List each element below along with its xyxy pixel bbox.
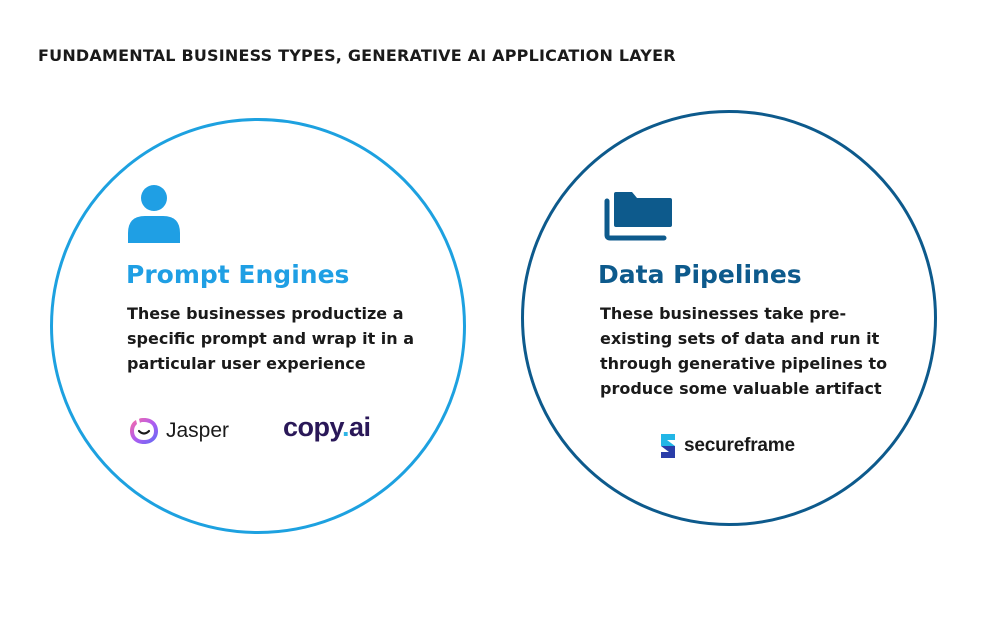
prompt-engines-description: These businesses productize a specific p… [127,304,415,373]
copyai-logo: copy.ai [283,412,371,443]
jasper-logo: Jasper [128,416,229,446]
prompt-engines-circle [50,118,466,534]
data-pipelines-circle [521,110,937,526]
secureframe-logo-text: secureframe [684,435,795,456]
copyai-logo-tail: ai [349,412,371,442]
secureframe-logo-icon [661,434,675,458]
secureframe-logo: secureframe [658,432,795,460]
person-icon [128,185,180,243]
copyai-logo-dot: . [342,412,350,442]
copyai-logo-text: copy.ai [283,412,371,443]
jasper-logo-text: Jasper [166,419,230,442]
copyai-logo-main: copy [283,412,343,442]
jasper-logo-icon [130,418,158,444]
prompt-engines-heading: Prompt Engines [126,260,350,289]
page-title: FUNDAMENTAL BUSINESS TYPES, GENERATIVE A… [38,46,676,65]
data-pipelines-heading: Data Pipelines [598,260,802,289]
data-pipelines-description: These businesses take pre-existing sets … [600,304,888,398]
folder-icon [604,192,672,241]
